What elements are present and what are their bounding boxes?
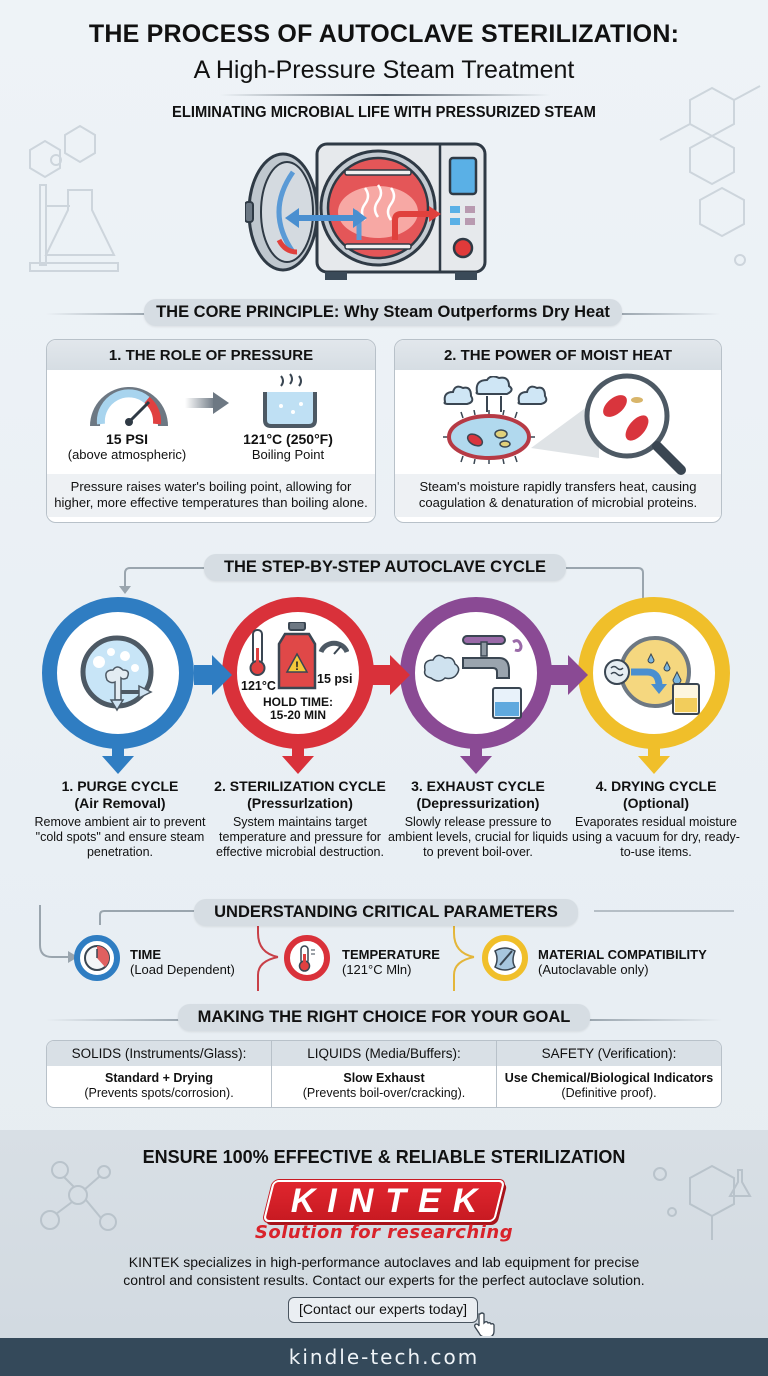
temperature-param-circle <box>284 935 330 981</box>
choice-body: Use Chemical/Biological Indicators(Defin… <box>504 1071 714 1100</box>
card-description: Steam's moisture rapidly transfers heat,… <box>395 474 721 517</box>
bacterium-icon <box>443 410 535 464</box>
footer-url[interactable]: kindle-tech.com <box>0 1338 768 1376</box>
choice-body: Standard + Drying(Prevents spots/corrosi… <box>84 1071 234 1100</box>
page-subtitle: A High-Pressure Steam Treatment <box>193 56 575 84</box>
step-1-text: 1. PURGE CYCLE (Air Removal) Remove ambi… <box>34 778 206 859</box>
step-2-text: 2. STERILIZATION CYCLE (Pressurlzation) … <box>214 778 386 859</box>
clock-icon <box>84 945 110 971</box>
choice-table: SOLIDS (Instruments/Glass): Standard + D… <box>46 1040 722 1108</box>
parameter-connector-lines <box>39 905 734 991</box>
card-description: Pressure raises water's boiling point, a… <box>47 474 375 517</box>
section-heading-cycle: THE STEP-BY-STEP AUTOCLAVE CYCLE <box>204 554 566 581</box>
step-connector-arrows <box>194 655 588 695</box>
card-role-of-pressure: 1. THE ROLE OF PRESSURE 15 PSI(above atm… <box>46 339 376 523</box>
card-power-of-moist-heat: 2. THE POWER OF MOIST HEAT <box>394 339 722 523</box>
pressure-label: 15 PSI(above atmospheric) <box>67 431 187 463</box>
kintek-logo-text: KINTEK <box>290 1182 490 1220</box>
divider-line <box>46 313 150 315</box>
divider-line <box>46 1019 182 1021</box>
step-4-text: 4. DRYING CYCLE (Optional) Evaporates re… <box>572 778 740 859</box>
contact-experts-button[interactable]: [Contact our experts today] <box>288 1297 478 1323</box>
divider-line <box>588 1019 722 1021</box>
faucet-steam-icon <box>423 635 523 719</box>
time-param-circle <box>74 935 120 981</box>
boiling-pot-icon <box>263 373 317 428</box>
choice-header: LIQUIDS (Media/Buffers): <box>272 1041 496 1066</box>
choice-column-safety: SAFETY (Verification): Use Chemical/Biol… <box>497 1041 721 1107</box>
temperature-param-label: TEMPERATURE(121°C Mln) <box>342 947 440 977</box>
drying-icon <box>604 636 700 715</box>
tagline: ELIMINATING MICROBIAL LIFE WITH PRESSURI… <box>172 104 596 121</box>
title-divider <box>220 94 550 96</box>
choice-header: SOLIDS (Instruments/Glass): <box>47 1041 271 1066</box>
temp-label: 121°C <box>241 679 276 693</box>
bottle-warning-icon: ! <box>249 622 349 690</box>
air-purge-icon <box>80 635 154 712</box>
divider-line <box>620 313 720 315</box>
thermometer-icon <box>298 945 315 972</box>
card-title: 2. THE POWER OF MOIST HEAT <box>395 340 721 370</box>
section-heading-choices: MAKING THE RIGHT CHOICE FOR YOUR GOAL <box>178 1004 590 1031</box>
cta-background-decor <box>40 1161 752 1240</box>
steam-cloud-icon <box>443 376 548 412</box>
hand-cursor-icon <box>474 1312 495 1336</box>
material-param-label: MATERIAL COMPATIBILITY(Autoclavable only… <box>538 947 707 977</box>
cta-body: KINTEK specializes in high-performance a… <box>123 1254 645 1288</box>
section-heading-core-principle: THE CORE PRINCIPLE: Why Steam Outperform… <box>144 299 622 326</box>
card-title: 1. THE ROLE OF PRESSURE <box>47 340 375 370</box>
material-param-circle <box>482 935 528 981</box>
time-param-label: TIME(Load Dependent) <box>130 947 235 977</box>
cycle-connector-lines <box>119 567 644 600</box>
cta-heading: ENSURE 100% EFFECTIVE & RELIABLE STERILI… <box>142 1147 626 1167</box>
arrow-right-icon <box>185 392 229 414</box>
pressure-label: 15 psi <box>317 672 353 686</box>
choice-column-solids: SOLIDS (Instruments/Glass): Standard + D… <box>47 1041 272 1107</box>
choice-body: Slow Exhaust(Prevents boil-over/cracking… <box>302 1071 466 1100</box>
kintek-tagline: Solution for researching <box>254 1222 514 1243</box>
material-pouch-icon <box>494 947 517 971</box>
section-heading-parameters: UNDERSTANDING CRITICAL PARAMETERS <box>194 899 578 926</box>
step-3-text: 3. EXHAUST CYCLE (Depressurization) Slow… <box>388 778 568 859</box>
pressure-gauge-icon <box>90 387 168 427</box>
step-1-circle <box>42 597 194 749</box>
choice-column-liquids: LIQUIDS (Media/Buffers): Slow Exhaust(Pr… <box>272 1041 497 1107</box>
autoclave-icon <box>245 142 487 280</box>
svg-text:!: ! <box>295 659 299 673</box>
magnifier-icon <box>531 373 686 475</box>
page-title: THE PROCESS OF AUTOCLAVE STERILIZATION: <box>88 20 680 48</box>
boiling-point-label: 121°C (250°F)Boiling Point <box>243 431 333 463</box>
hold-time-label: HOLD TIME:15-20 MIN <box>263 695 333 722</box>
step-down-arrows <box>102 746 670 774</box>
choice-header: SAFETY (Verification): <box>497 1041 721 1066</box>
